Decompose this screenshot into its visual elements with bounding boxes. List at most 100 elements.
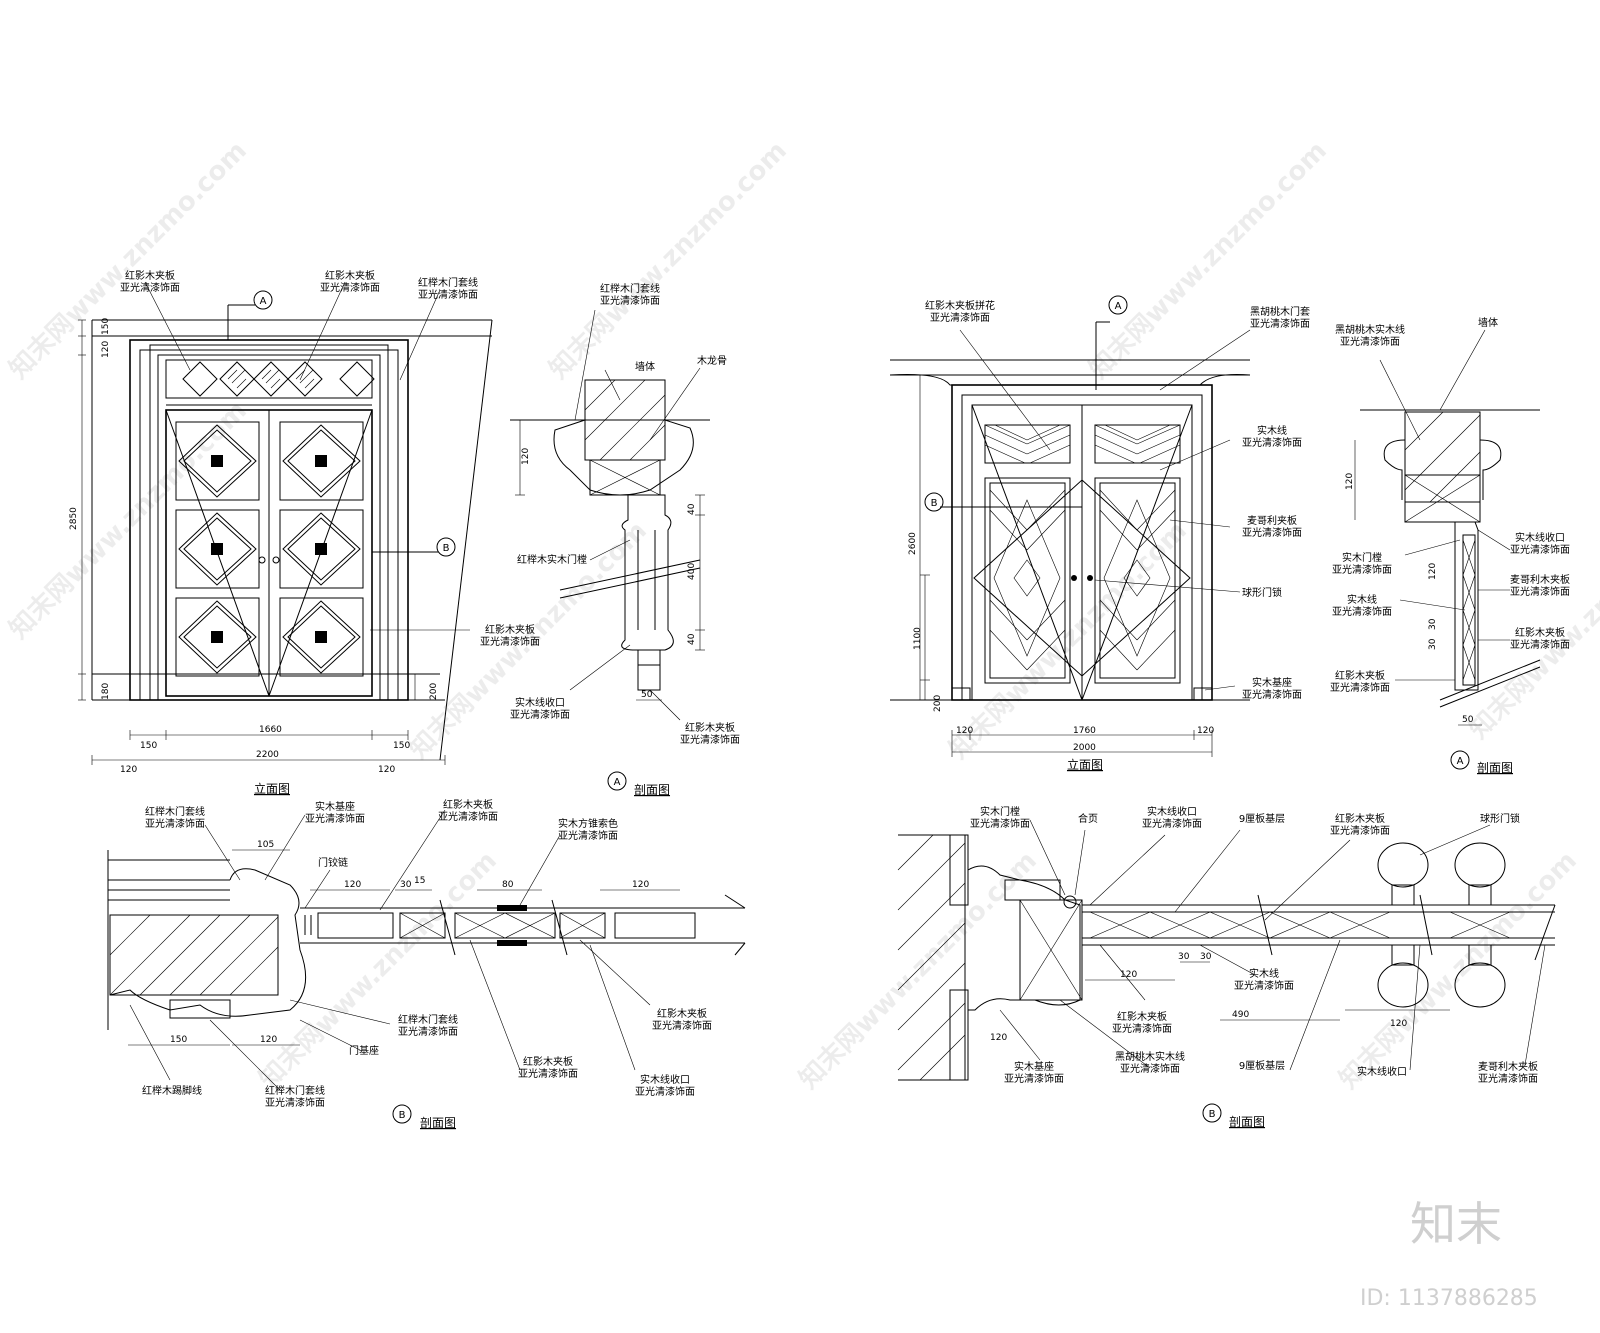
watermark-10: 知末网www.znzmo.com: [1334, 846, 1583, 1095]
left-sec-b-label-2: 实木基座亚光清漆饰面: [305, 800, 365, 825]
left-sec-a-label-4: 红榉木实木门樘: [517, 553, 587, 566]
left-sec-b-dim-3: 30: [400, 880, 412, 890]
left-sec-a-dim-3: 400: [687, 563, 697, 580]
right-sec-b-label-8: 红影木夹板亚光清漆饰面: [1112, 1010, 1172, 1035]
right-sec-b-marker: B: [1209, 1109, 1216, 1120]
left-elev-label-3: 红榉木门套线亚光清漆饰面: [418, 276, 478, 301]
right-sec-b-label-4: 9厘板基层: [1239, 812, 1285, 825]
left-sec-b-dim-1: 105: [257, 840, 274, 850]
right-section-b: 实木门樘亚光清漆饰面 合页 实木线收口亚光清漆饰面 9厘板基层 红影木夹板亚光清…: [897, 805, 1556, 1129]
left-sec-b-label-11: 红榉木踢脚线: [142, 1084, 202, 1097]
right-elev-marker-a: A: [1115, 301, 1122, 312]
right-sec-a-label-2: 墙体: [1478, 316, 1498, 329]
left-sec-b-dim-8: 120: [260, 1035, 277, 1045]
watermark-5: 知末网www.znzmo.com: [404, 516, 653, 765]
left-sec-a-marker: A: [614, 777, 621, 788]
left-sec-b-label-4: 红影木夹板亚光清漆饰面: [438, 798, 498, 823]
right-elev-dim-b1: 120: [956, 726, 973, 736]
right-sec-b-label-11: 9厘板基层: [1239, 1059, 1285, 1072]
right-elev-label-4: 麦哥利夹板亚光清漆饰面: [1242, 514, 1302, 539]
left-elev-dim-b3: 150: [393, 741, 410, 751]
left-elev-label-2: 红影木夹板亚光清漆饰面: [320, 269, 380, 294]
left-elev-dim-2850: 2850: [69, 507, 79, 530]
right-sec-b-dim-1: 30: [1178, 952, 1190, 962]
right-elev-dim-200: 200: [933, 695, 943, 712]
right-elev-label-2: 黑胡桃木门套亚光清漆饰面: [1250, 305, 1310, 330]
right-sec-a-title: 剖面图: [1477, 761, 1513, 775]
right-elev-label-6: 实木基座亚光清漆饰面: [1242, 676, 1302, 701]
right-elev-label-5: 球形门锁: [1242, 586, 1282, 599]
right-sec-a-label-4: 实木线亚光清漆饰面: [1332, 593, 1392, 618]
left-sec-b-dim-2: 120: [344, 880, 361, 890]
left-elev-dim-b4: 120: [120, 765, 137, 775]
left-elev-dim-b1: 150: [140, 741, 157, 751]
left-sec-b-label-7: 门基座: [349, 1044, 379, 1057]
left-sec-a-dim-2: 40: [687, 503, 697, 515]
left-section-b: 红榉木门套线亚光清漆饰面 实木基座亚光清漆饰面 门铰链 红影木夹板亚光清漆饰面 …: [107, 798, 746, 1130]
right-elev-title: 立面图: [1067, 757, 1103, 772]
right-sec-b-label-9: 实木基座亚光清漆饰面: [1004, 1060, 1064, 1085]
left-sec-b-label-9: 红影木夹板亚光清漆饰面: [652, 1007, 712, 1032]
left-sec-b-dim-6: 120: [632, 880, 649, 890]
right-sec-a-label-5: 实木线收口亚光清漆饰面: [1510, 531, 1570, 556]
brand-logo-text: 知末: [1410, 1197, 1502, 1251]
left-elev-label-4: 红影木夹板亚光清漆饰面: [480, 623, 540, 648]
left-sec-b-label-8: 红影木夹板亚光清漆饰面: [518, 1055, 578, 1080]
image-id-label: ID: 1137886285: [1360, 1286, 1538, 1311]
watermark-1: 知末网www.znzmo.com: [4, 136, 253, 385]
left-sec-b-dim-7: 150: [170, 1035, 187, 1045]
right-sec-a-label-3: 实木门樘亚光清漆饰面: [1332, 551, 1392, 576]
left-elev-dim-b2: 1660: [259, 725, 282, 735]
left-elev-dim-200: 200: [429, 683, 439, 700]
left-sec-a-dim-1: 120: [521, 448, 531, 465]
left-sec-a-label-3: 木龙骨: [697, 354, 727, 367]
watermark-2: 知末网www.znzmo.com: [544, 136, 793, 385]
left-elev-title: 立面图: [254, 781, 290, 796]
watermark-6: 知末网www.znzmo.com: [944, 516, 1193, 765]
right-elev-marker-b: B: [931, 498, 938, 509]
right-sec-a-dim-2: 120: [1428, 563, 1438, 580]
left-sec-a-label-2: 墙体: [635, 360, 655, 373]
right-elevation: A B 红影木夹板拼花亚光清漆饰面 黑胡桃木门套亚光清漆饰面 实木线亚光清漆饰面…: [889, 295, 1310, 772]
left-sec-b-dim-4: 15: [414, 876, 425, 886]
right-sec-a-label-8: 红影木夹板亚光清漆饰面: [1330, 669, 1390, 694]
right-elev-dim-b3: 120: [1197, 726, 1214, 736]
right-sec-a-dim-5: 50: [1462, 715, 1474, 725]
left-sec-a-label-1: 红榉木门套线亚光清漆饰面: [600, 282, 660, 307]
left-elev-label-1: 红影木夹板亚光清漆饰面: [120, 269, 180, 294]
right-elev-dim-2600: 2600: [908, 532, 918, 555]
left-sec-b-label-1: 红榉木门套线亚光清漆饰面: [145, 805, 205, 830]
right-sec-b-label-3: 实木线收口亚光清漆饰面: [1142, 805, 1202, 830]
right-sec-b-label-5: 红影木夹板亚光清漆饰面: [1330, 812, 1390, 837]
right-sec-b-label-1: 实木门樘亚光清漆饰面: [970, 805, 1030, 830]
left-sec-b-marker: B: [399, 1110, 406, 1121]
left-sec-b-label-3: 门铰链: [318, 856, 348, 869]
left-section-a: 红榉木门套线亚光清漆饰面 墙体 木龙骨 红榉木实木门樘 实木线收口亚光清漆饰面 …: [510, 282, 740, 797]
right-elev-label-3: 实木线亚光清漆饰面: [1242, 424, 1302, 449]
right-sec-a-dim-3: 30: [1428, 618, 1438, 630]
right-section-a: 黑胡桃木实木线亚光清漆饰面 墙体 实木门樘亚光清漆饰面 实木线亚光清漆饰面 实木…: [1330, 316, 1570, 775]
left-sec-a-dim-4: 40: [687, 633, 697, 645]
left-elev-dim-b6: 120: [378, 765, 395, 775]
watermark-9: 知末网www.znzmo.com: [794, 846, 1043, 1095]
watermark-3: 知末网www.znzmo.com: [1084, 136, 1333, 385]
left-sec-a-title: 剖面图: [634, 783, 670, 797]
right-sec-b-label-10: 黑胡桃木实木线亚光清漆饰面: [1115, 1050, 1185, 1075]
right-sec-a-marker: A: [1457, 756, 1464, 767]
right-sec-b-dim-5: 120: [1390, 1019, 1407, 1029]
right-elev-dim-b4: 2000: [1073, 743, 1096, 753]
right-sec-b-dim-4: 490: [1232, 1010, 1249, 1020]
left-elevation: A B 红影木夹板亚光清漆饰面 红影木夹板亚光清漆饰面 红榉木门套线亚光清漆饰面: [69, 269, 540, 796]
right-sec-b-dim-2: 30: [1200, 952, 1212, 962]
left-elev-dim-150: 150: [101, 318, 111, 335]
right-elev-dim-1100: 1100: [913, 627, 923, 650]
left-elev-dim-180: 180: [101, 683, 111, 700]
right-elev-label-1: 红影木夹板拼花亚光清漆饰面: [925, 299, 995, 324]
right-elev-dim-b2: 1760: [1073, 726, 1096, 736]
right-sec-a-label-7: 红影木夹板亚光清漆饰面: [1510, 626, 1570, 651]
left-sec-b-title: 剖面图: [420, 1116, 456, 1130]
left-elev-marker-b: B: [443, 543, 450, 554]
right-sec-b-title: 剖面图: [1229, 1115, 1265, 1129]
right-sec-a-label-6: 麦哥利木夹板亚光清漆饰面: [1510, 573, 1570, 598]
